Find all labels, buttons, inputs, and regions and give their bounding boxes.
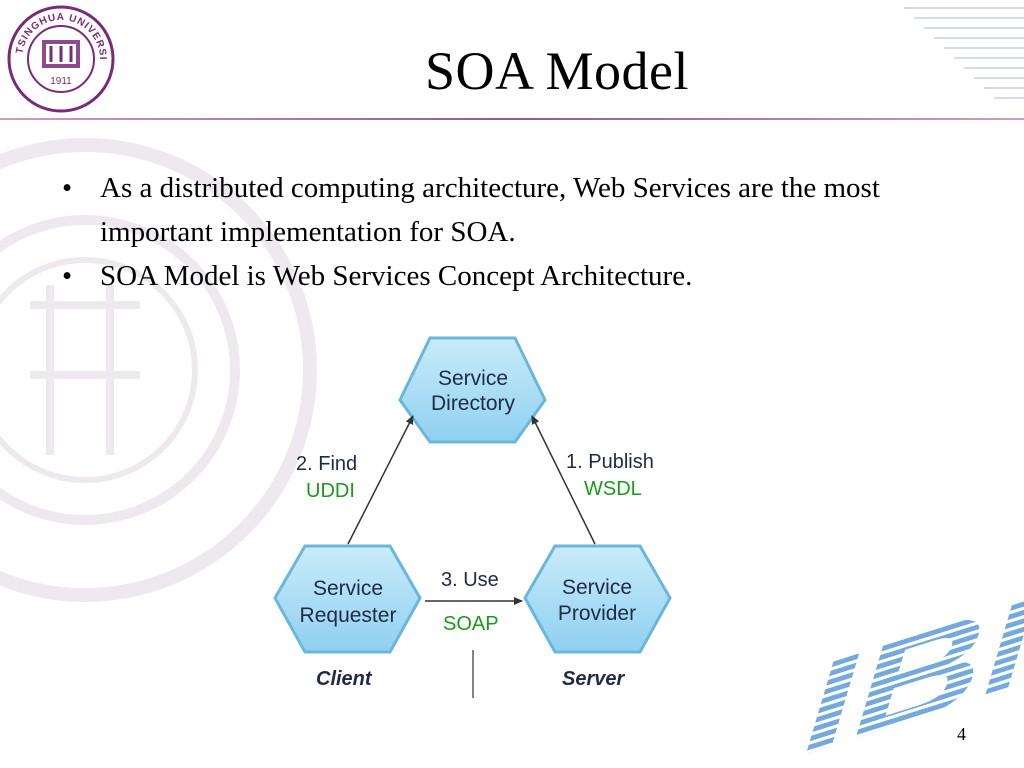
- logo-year: 1911: [50, 76, 72, 87]
- publish-arrow: [531, 415, 596, 545]
- page-number: 4: [957, 724, 966, 744]
- bullet-marker: •: [62, 172, 73, 204]
- requester-label-line2: Requester: [300, 604, 397, 627]
- find-label: 2. Find: [296, 453, 357, 475]
- decorative-stripes: [904, 7, 1024, 99]
- requester-label-line1: Service: [313, 577, 383, 600]
- client-label: Client: [316, 668, 373, 690]
- publish-protocol: WSDL: [584, 478, 642, 500]
- use-label: 3. Use: [441, 569, 499, 591]
- seal-watermark: [0, 138, 317, 602]
- find-protocol: UDDI: [306, 480, 355, 502]
- publish-label: 1. Publish: [566, 451, 654, 473]
- tsinghua-logo: TSINGHUA UNIVERSITY 1911: [6, 4, 115, 113]
- provider-label-line1: Service: [562, 576, 632, 599]
- bullet-text: As a distributed computing architecture,…: [100, 172, 880, 248]
- service-provider-node: Service Provider: [523, 544, 672, 654]
- ibm-logo-text: IBM: [785, 548, 1024, 768]
- ibm-logo: IBM: [785, 548, 1024, 768]
- server-label: Server: [562, 668, 625, 690]
- page-title: SOA Model: [424, 41, 690, 101]
- soa-diagram: Service Directory Service Requester Serv…: [273, 336, 672, 698]
- provider-label-line2: Provider: [558, 602, 636, 625]
- directory-label-line1: Service: [438, 367, 508, 390]
- bullet-text: SOA Model is Web Services Concept Archit…: [100, 260, 693, 292]
- bullet-marker: •: [62, 260, 73, 292]
- bullet-item: • SOA Model is Web Services Concept Arch…: [62, 254, 882, 298]
- service-directory-node: Service Directory: [398, 336, 547, 444]
- use-protocol: SOAP: [443, 613, 499, 635]
- title-divider: [0, 118, 1024, 120]
- service-requester-node: Service Requester: [273, 544, 422, 654]
- directory-label-line2: Directory: [431, 392, 516, 415]
- find-arrow: [347, 415, 414, 545]
- bullet-item: • As a distributed computing architectur…: [62, 166, 882, 254]
- bullet-list: • As a distributed computing architectur…: [62, 166, 882, 298]
